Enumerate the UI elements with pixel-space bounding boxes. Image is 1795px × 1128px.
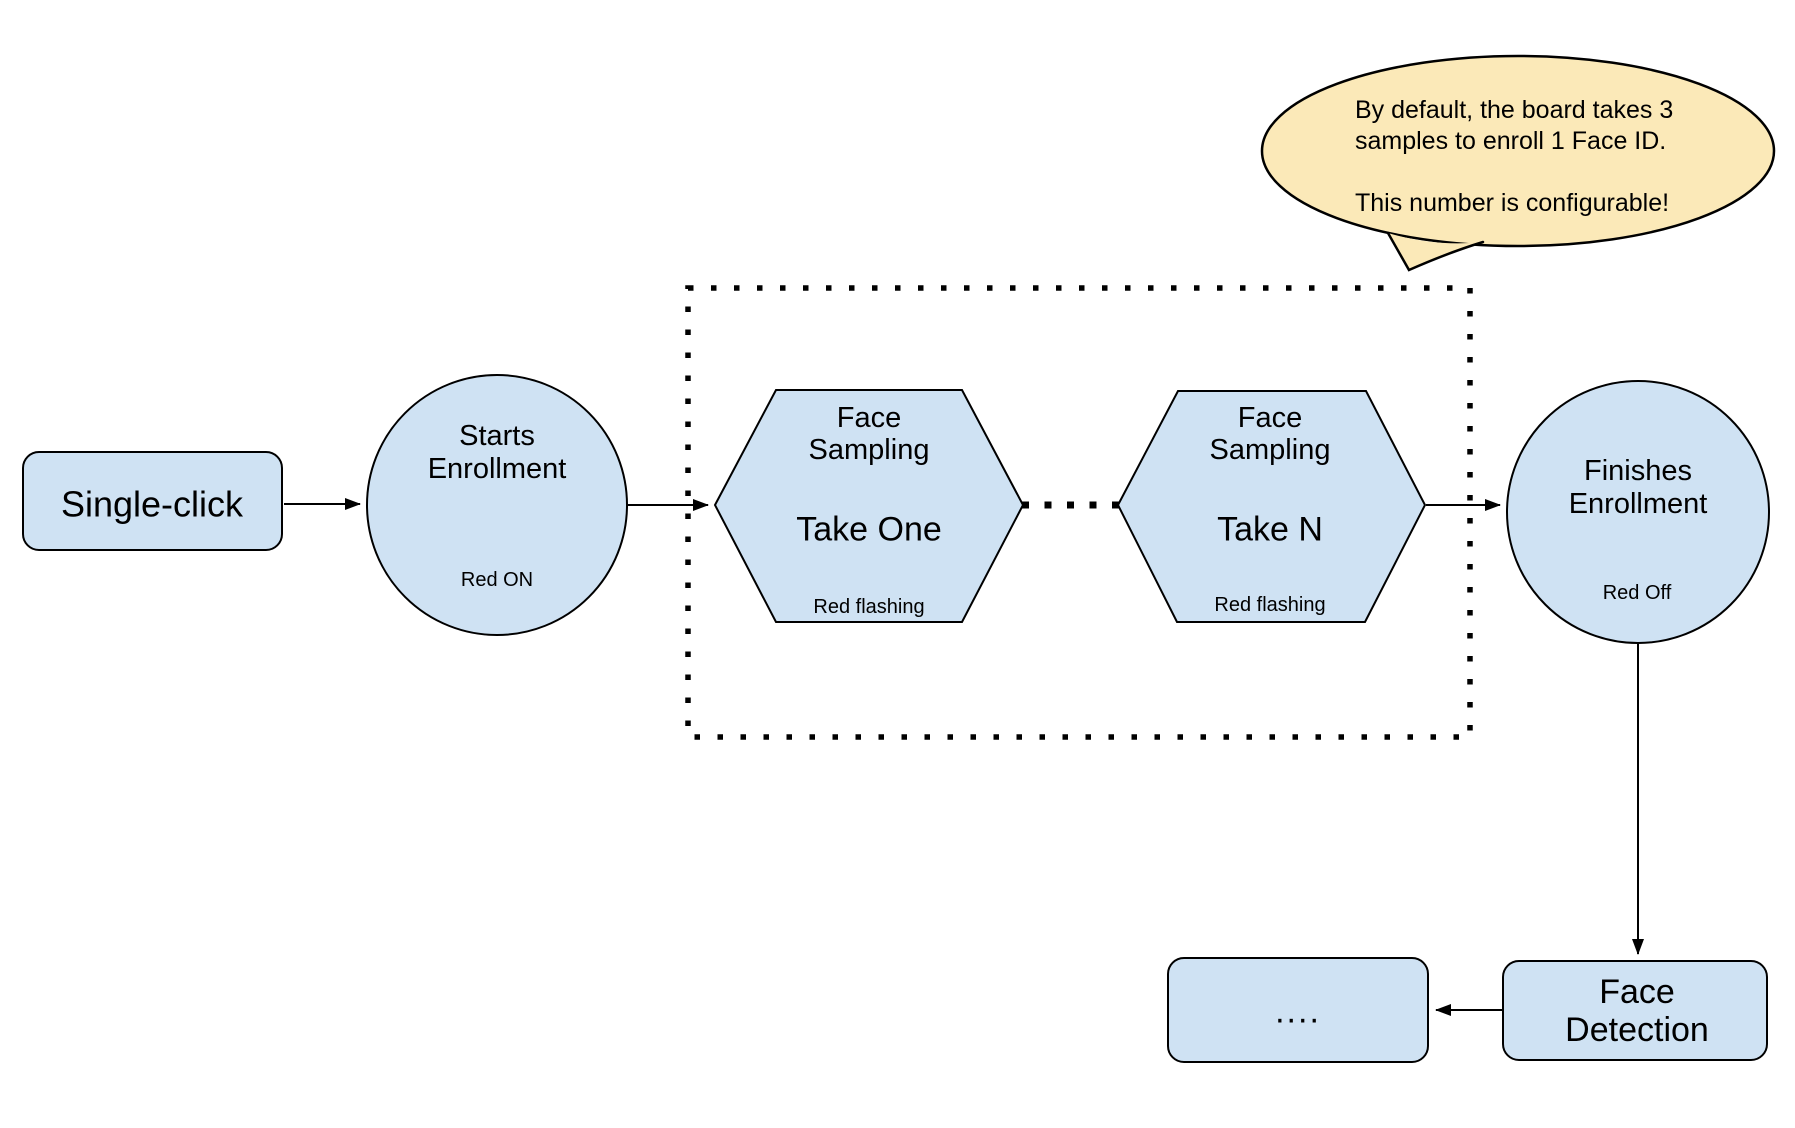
face-sampling-n-title: Face Sampling xyxy=(1209,402,1331,466)
finishes-enrollment-status: Red Off xyxy=(1602,582,1672,604)
face-sampling-one-title: Face Sampling xyxy=(808,402,930,466)
callout-bubble xyxy=(1260,54,1776,248)
callout-text: By default, the board takes 3 samples to… xyxy=(1355,96,1674,217)
finishes-enrollment-shape xyxy=(1506,380,1770,644)
finishes-enrollment-title: Finishes Enrollment xyxy=(1568,455,1708,520)
face-sampling-n-shape xyxy=(1116,390,1427,623)
callout-tail xyxy=(1388,233,1483,270)
single-click-label: Single-click xyxy=(60,483,244,525)
face-detection-shape xyxy=(1502,960,1768,1061)
sampling-group-dotted-border xyxy=(685,285,1473,740)
face-sampling-one-status: Red flashing xyxy=(813,596,925,618)
face-sampling-n-step: Take N xyxy=(1217,510,1323,549)
face-sampling-one-step: Take One xyxy=(796,510,942,549)
callout-tail-outline xyxy=(1386,231,1485,272)
face-detection-label: Face Detection xyxy=(1565,973,1709,1049)
continuation-shape xyxy=(1167,957,1429,1063)
starts-enrollment-status: Red ON xyxy=(460,569,534,591)
starts-enrollment-shape xyxy=(366,374,628,636)
face-sampling-n-status: Red flashing xyxy=(1214,594,1326,616)
starts-enrollment-title: Starts Enrollment xyxy=(427,420,567,485)
single-click-shape xyxy=(22,451,283,551)
continuation-label: .... xyxy=(1275,992,1321,1031)
